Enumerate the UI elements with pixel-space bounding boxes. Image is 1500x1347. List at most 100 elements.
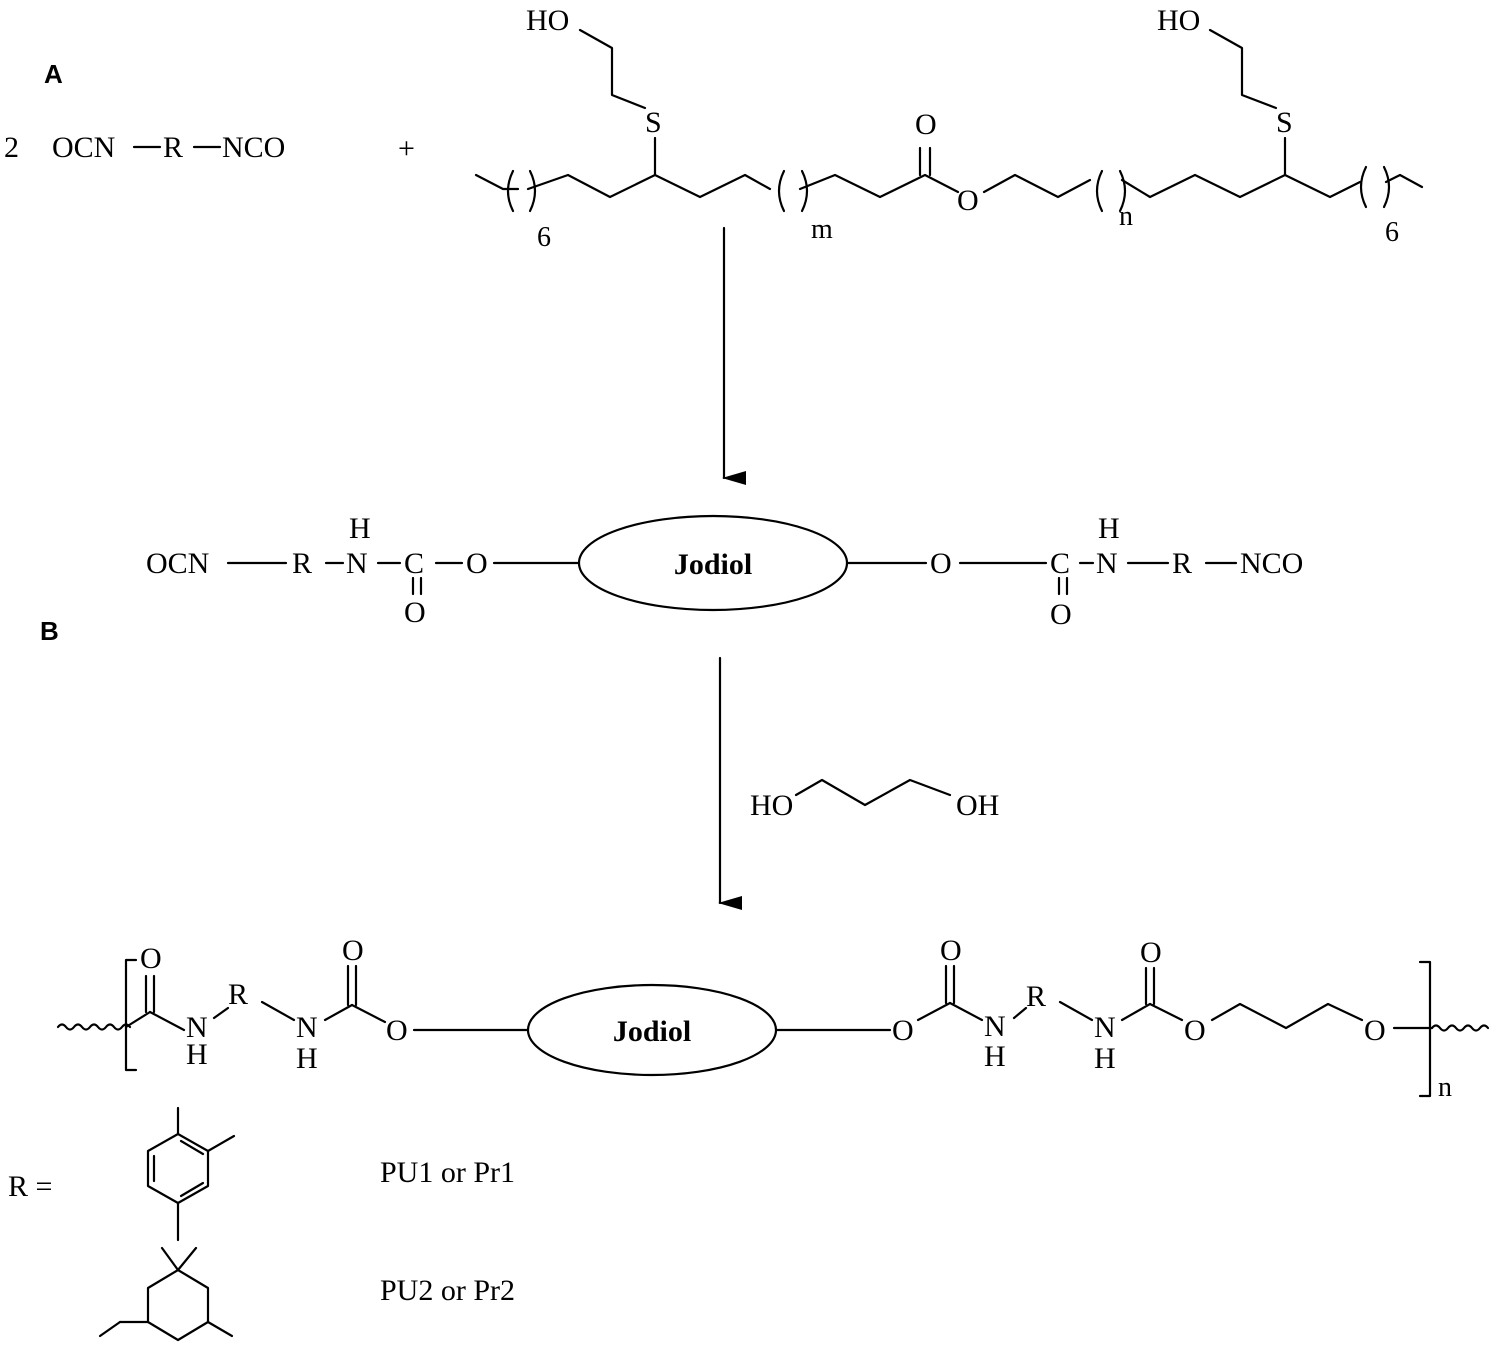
chain-bond [798, 173, 960, 199]
repeat-index-n: n [1438, 1072, 1452, 1103]
propanediol: HO OH [750, 778, 999, 822]
prepolymer-o-down-right: O [1050, 598, 1072, 631]
subscript-6-right: 6 [1385, 217, 1399, 248]
bond [1148, 1002, 1184, 1022]
polymer-o2: O [342, 934, 364, 967]
bond [323, 1003, 354, 1022]
methyl-bond [160, 1246, 180, 1272]
bond [916, 1001, 952, 1022]
bracket-right [1418, 960, 1432, 1098]
ho-left: HO [526, 4, 569, 37]
jodiol-structure: O O S HO S HO 6 m n 6 [474, 4, 1424, 253]
aromatic-double-bond [179, 1139, 205, 1156]
bracket-left [124, 958, 138, 1072]
polymer-r2: R [1026, 980, 1046, 1013]
ho-right: HO [1157, 4, 1200, 37]
paren-left [1095, 169, 1104, 213]
nco-group: NCO [222, 131, 285, 164]
prepolymer-o-left: O [466, 547, 488, 580]
jodiol-core-label-polymer: Jodiol [613, 1015, 691, 1048]
prepolymer-nco: NCO [1240, 547, 1303, 580]
benzene-ring [146, 1132, 210, 1205]
paren-right [528, 169, 537, 213]
panel-b-label: B [40, 616, 59, 646]
bond [260, 1000, 296, 1022]
bond [1120, 1002, 1152, 1022]
cycloaliphatic-r-group [98, 1246, 234, 1342]
chain-bond [474, 173, 520, 191]
hydroxyethyl-bond [1208, 28, 1278, 110]
ester-o: O [957, 184, 979, 217]
propanediol-ho: HO [750, 789, 793, 822]
s-left: S [645, 106, 662, 139]
chain-end-wavy [56, 1023, 132, 1031]
prepolymer-h-left: H [349, 512, 371, 545]
prepolymer-r-left: R [292, 547, 312, 580]
polymer-o3: O [386, 1014, 408, 1047]
aromatic-double-bond [179, 1181, 205, 1198]
chain-end-wavy [1430, 1024, 1490, 1032]
prepolymer-ocn: OCN [146, 547, 209, 580]
prepolymer-c-left: C [404, 547, 424, 580]
bond [148, 1010, 186, 1032]
chain-bond [1384, 173, 1424, 189]
polyurethane: O N H R N H O O Jodiol O O N H R N H O [56, 934, 1490, 1103]
paren-left [777, 169, 786, 213]
chain-bond [1120, 173, 1362, 199]
methyl-bond [206, 1320, 234, 1338]
bond [948, 1001, 984, 1022]
paren-left [1359, 165, 1368, 209]
paren-right [800, 169, 809, 213]
polymer-o4: O [892, 1014, 914, 1047]
polymer-n4: N [1094, 1011, 1116, 1044]
bond [1058, 1000, 1094, 1022]
carbonyl-o: O [915, 108, 937, 141]
prepolymer: OCN R H N C O O Jodiol O C O H N R NCO [146, 512, 1303, 631]
subscript-m: m [811, 214, 833, 245]
propanediol-oh: OH [956, 789, 999, 822]
chain-bond [526, 173, 772, 199]
paren-right [1118, 169, 1127, 213]
polymer-o8: O [1364, 1014, 1386, 1047]
s-right: S [1276, 106, 1293, 139]
polymer-h1: H [186, 1038, 208, 1071]
aromatic-r-group [146, 1106, 236, 1242]
bond [98, 1320, 122, 1338]
ocn-group: OCN [52, 131, 115, 164]
subscript-n: n [1119, 201, 1133, 232]
polymer-n2: N [296, 1011, 318, 1044]
methyl-bond [206, 1134, 236, 1153]
paren-left [506, 169, 515, 213]
methyl-bond [176, 1246, 198, 1272]
polymer-o1: O [140, 942, 162, 975]
polymer-h3: H [984, 1040, 1006, 1073]
jodiol-core-label: Jodiol [674, 548, 752, 581]
chain-bond [982, 173, 1092, 199]
coefficient: 2 [4, 131, 19, 164]
prepolymer-c-right: C [1050, 547, 1070, 580]
paren-right [1382, 165, 1391, 209]
bond [350, 1003, 387, 1024]
polymer-r1: R [228, 978, 248, 1011]
subscript-6-left: 6 [537, 222, 551, 253]
hydroxyethyl-bond [578, 28, 647, 110]
r-equals: R = [8, 1170, 52, 1203]
cyclohexane-ring [146, 1268, 210, 1342]
prepolymer-h-right: H [1098, 512, 1120, 545]
bond [212, 1006, 230, 1020]
pu2-label: PU2 or Pr2 [380, 1274, 515, 1307]
polymer-o5: O [940, 934, 962, 967]
prepolymer-r-right: R [1172, 547, 1192, 580]
polymer-h2: H [296, 1042, 318, 1075]
prepolymer-o-down-left: O [404, 596, 426, 629]
polymer-h4: H [1094, 1042, 1116, 1075]
prepolymer-n-right: N [1096, 547, 1118, 580]
bond [1012, 1006, 1028, 1020]
plus-sign: + [398, 132, 415, 165]
polymer-o6: O [1140, 936, 1162, 969]
prepolymer-n-left: N [346, 547, 368, 580]
propanediol-chain [794, 778, 952, 807]
panel-a-label: A [44, 59, 63, 89]
polymer-n3: N [984, 1010, 1006, 1043]
